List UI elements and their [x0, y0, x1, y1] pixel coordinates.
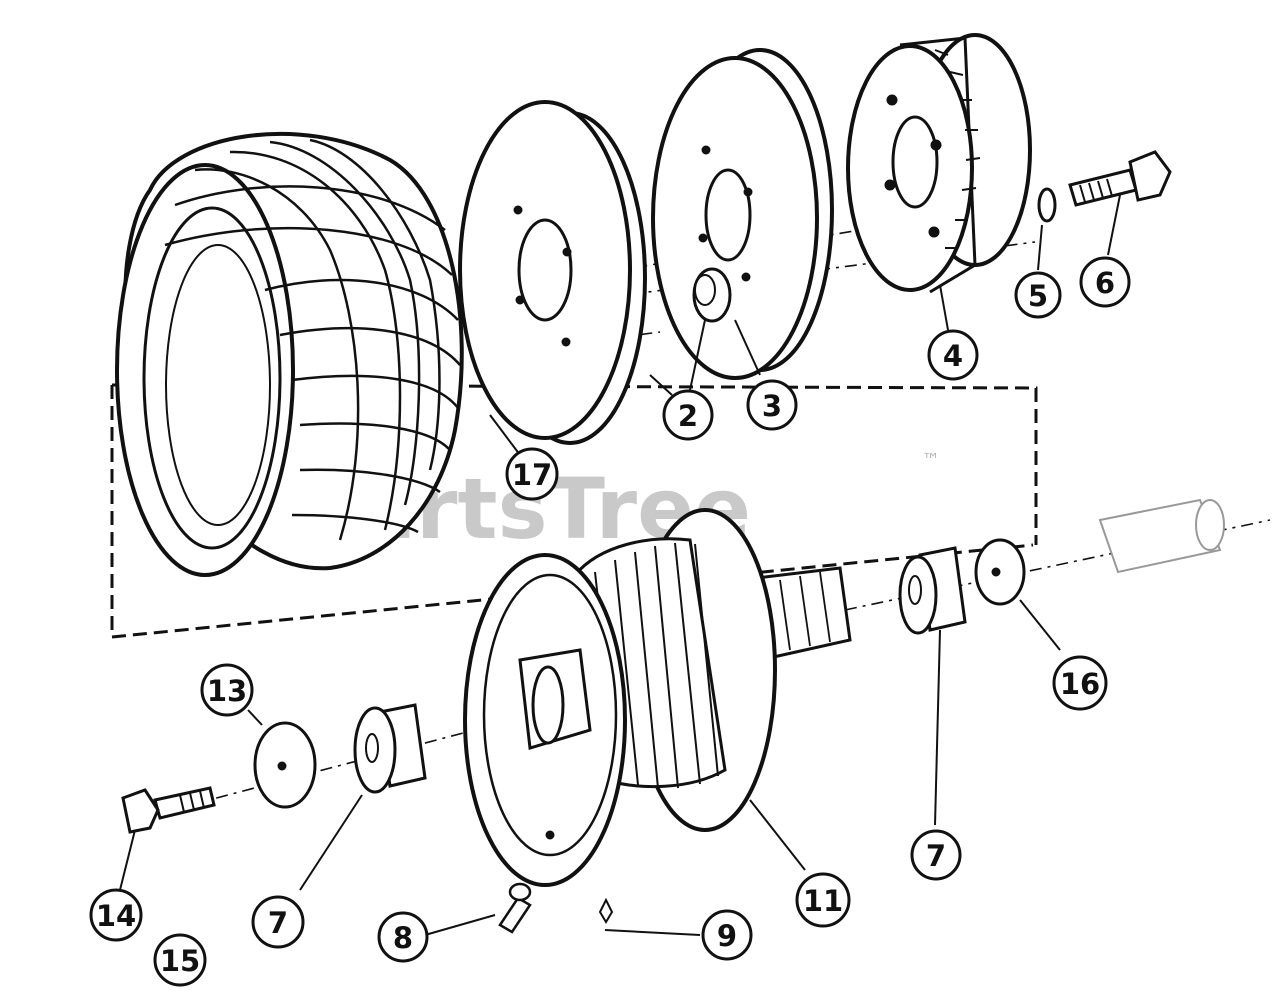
svg-text:11: 11: [803, 884, 843, 918]
axle-bolt-icon: [121, 786, 216, 834]
callout-15: 15: [153, 933, 207, 987]
sprocket-icon: [846, 33, 1032, 294]
svg-text:17: 17: [512, 458, 552, 492]
svg-text:13: 13: [207, 674, 247, 708]
svg-text:2: 2: [678, 399, 698, 433]
svg-text:4: 4: [943, 339, 963, 373]
svg-text:15: 15: [160, 944, 200, 978]
leader-lines: [119, 194, 1121, 936]
callout-5: 5: [1014, 271, 1062, 319]
svg-text:6: 6: [1095, 266, 1115, 300]
callout-16: 16: [1052, 655, 1108, 711]
callout-4: 4: [927, 329, 979, 381]
inner-rim-half: [458, 100, 647, 445]
callout-14: 14: [89, 888, 143, 942]
svg-text:14: 14: [96, 899, 136, 933]
svg-text:7: 7: [268, 906, 288, 940]
outer-rim-half: [651, 48, 834, 380]
callouts: 17 2 3 4 5 6 16 7: [89, 256, 1131, 987]
callout-13: 13: [200, 663, 254, 717]
valve-bolt-icon: [498, 882, 532, 934]
callout-11: 11: [795, 872, 851, 928]
callout-3: 3: [746, 379, 798, 431]
callout-2: 2: [662, 389, 714, 441]
washer-icon-right: [974, 538, 1026, 606]
nut-icon: [598, 897, 614, 924]
bearing-icon-left: [353, 703, 427, 794]
callout-8: 8: [377, 911, 429, 963]
svg-text:16: 16: [1060, 667, 1100, 701]
svg-text:5: 5: [1028, 279, 1048, 313]
tire-icon: [115, 131, 464, 577]
washer-icon-left: [253, 721, 317, 809]
callout-17: 17: [505, 447, 559, 501]
bolt-icon: [1068, 150, 1172, 207]
lock-washer-icon: [1037, 187, 1057, 223]
svg-text:7: 7: [926, 839, 946, 873]
callout-9: 9: [701, 909, 753, 961]
spacer-icon: [1098, 498, 1225, 574]
svg-text:3: 3: [762, 389, 782, 423]
callout-7-left: 7: [251, 895, 305, 949]
valve-stem-icon: [692, 267, 732, 323]
bearing-icon-right: [898, 546, 967, 635]
callout-6: 6: [1079, 256, 1131, 308]
callout-7-right: 7: [910, 829, 962, 881]
hub-icon: [463, 508, 852, 887]
watermark-trademark: ™: [922, 450, 940, 471]
svg-text:8: 8: [393, 921, 413, 955]
svg-text:9: 9: [717, 919, 737, 953]
